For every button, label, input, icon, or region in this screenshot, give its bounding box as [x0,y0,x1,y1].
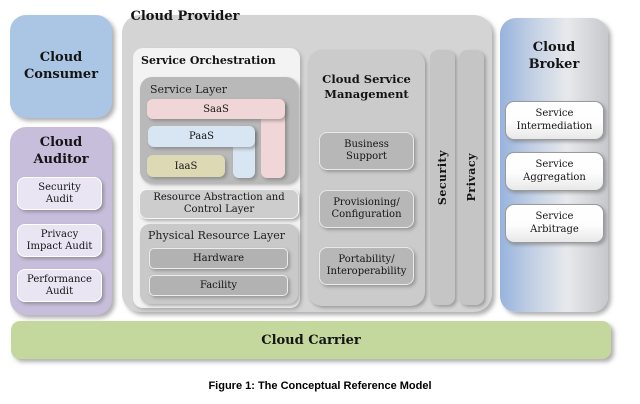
cloud-consumer-box: Cloud Consumer [10,15,112,118]
resource-abstraction-control-layer-label: Resource Abstraction and Control Layer [153,191,285,216]
iaas-label: IaaS [174,160,198,172]
paas-layer: PaaS [148,126,255,147]
physical-resource-layer-title: Physical Resource Layer [148,229,286,242]
cloud-consumer-title: Cloud Consumer [23,49,99,82]
cloud-service-management-title: Cloud Service Management [322,72,411,101]
iaas-layer: IaaS [147,155,225,177]
security-bar: Security [430,50,455,305]
privacy-bar: Privacy [459,50,484,305]
service-aggregation-label: Service Aggregation [523,159,586,183]
privacy-impact-audit-box: Privacy Impact Audit [17,224,102,257]
service-arbitrage-label: Service Arbitrage [530,211,579,235]
facility-box: Facility [149,275,288,296]
service-arbitrage-box: Service Arbitrage [505,204,604,243]
portability-interoperability-label: Portability/ Interoperability [326,253,407,278]
cloud-carrier-box: Cloud Carrier [11,321,611,359]
security-audit-label: Security Audit [38,181,81,205]
resource-abstraction-control-layer-box: Resource Abstraction and Control Layer [139,189,299,219]
figure-caption: Figure 1: The Conceptual Reference Model [208,380,432,392]
service-aggregation-box: Service Aggregation [505,152,604,191]
cloud-auditor-title: Cloud Auditor [33,135,89,167]
privacy-impact-audit-label: Privacy Impact Audit [26,228,93,252]
paas-label: PaaS [188,131,215,142]
saas-label: SaaS [203,103,229,115]
cloud-provider-title: Cloud Provider [130,9,240,24]
portability-interoperability-box: Portability/ Interoperability [319,247,414,285]
service-intermediation-box: Service Intermediation [505,101,604,140]
facility-label: Facility [199,280,238,291]
service-intermediation-label: Service Intermediation [516,108,593,132]
business-support-label: Business Support [344,138,389,163]
service-orchestration-title: Service Orchestration [141,54,276,67]
cloud-carrier-label: Cloud Carrier [261,332,361,348]
security-label: Security [436,149,449,206]
security-audit-box: Security Audit [17,177,102,210]
service-layer-title: Service Layer [150,83,228,96]
privacy-label: Privacy [465,153,478,202]
performance-audit-box: Performance Audit [17,269,102,302]
provisioning-configuration-box: Provisioning/ Configuration [319,190,414,228]
hardware-label: Hardware [192,253,245,264]
hardware-box: Hardware [149,248,288,269]
performance-audit-label: Performance Audit [27,273,92,297]
saas-layer: SaaS [147,99,285,119]
business-support-box: Business Support [319,132,414,170]
cloud-broker-title: Cloud Broker [528,40,580,72]
provisioning-configuration-label: Provisioning/ Configuration [331,196,402,221]
